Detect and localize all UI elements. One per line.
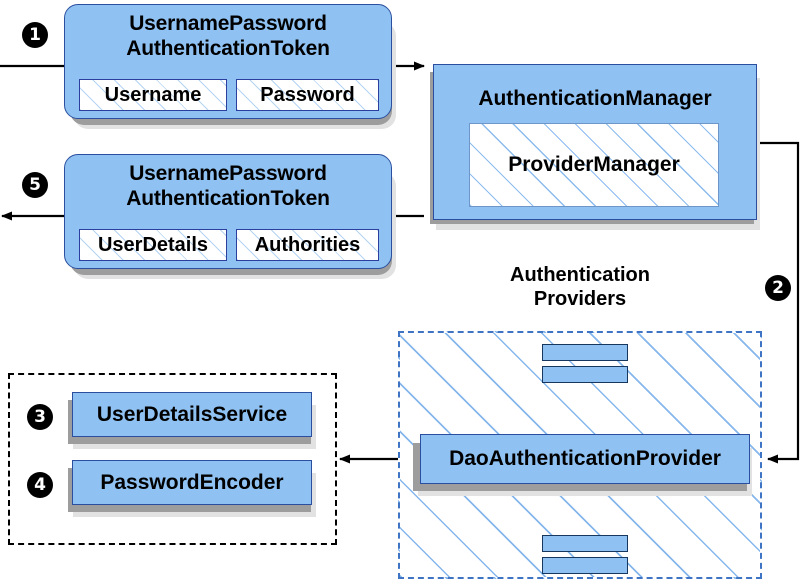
other-provider-bar-1[interactable] [542,344,628,361]
request-token-title-line1: UsernamePassword [129,12,327,35]
other-provider-bar-3[interactable] [542,535,628,552]
request-token-field-password: Password [236,79,379,111]
response-token-title-line2: AuthenticationToken [126,187,330,210]
response-token-field-authorities: Authorities [236,229,379,261]
user-details-service-box[interactable]: UserDetailsService [72,392,312,437]
dependencies-region [8,373,337,545]
response-token-box[interactable]: UsernamePassword AuthenticationToken Use… [64,154,392,269]
response-token-field-userdetails: UserDetails [79,229,227,261]
step-marker-2: 2 [765,275,791,301]
authentication-manager-box[interactable]: AuthenticationManager ProviderManager [433,64,757,220]
password-encoder-box[interactable]: PasswordEncoder [72,460,312,505]
step-marker-3: 3 [27,404,53,430]
response-token-title-line1: UsernamePassword [129,162,327,185]
providers-label-line1: Authentication [510,264,650,286]
dao-authentication-provider-box[interactable]: DaoAuthenticationProvider [420,434,750,484]
arrow-manager-to-provider [757,141,800,464]
authentication-manager-title: AuthenticationManager [478,87,712,110]
step-marker-1: 1 [22,22,48,48]
request-token-title-line2: AuthenticationToken [126,37,330,60]
request-token-box[interactable]: UsernamePassword AuthenticationToken Use… [64,4,392,119]
step-marker-4: 4 [27,472,53,498]
providers-label-line2: Providers [533,288,627,310]
provider-manager-box[interactable]: ProviderManager [469,123,719,207]
other-provider-bar-4[interactable] [542,557,628,574]
step-marker-5: 5 [22,172,48,198]
other-provider-bar-2[interactable] [542,366,628,383]
request-token-field-username: Username [79,79,227,111]
providers-label: Authentication Providers [467,263,693,311]
